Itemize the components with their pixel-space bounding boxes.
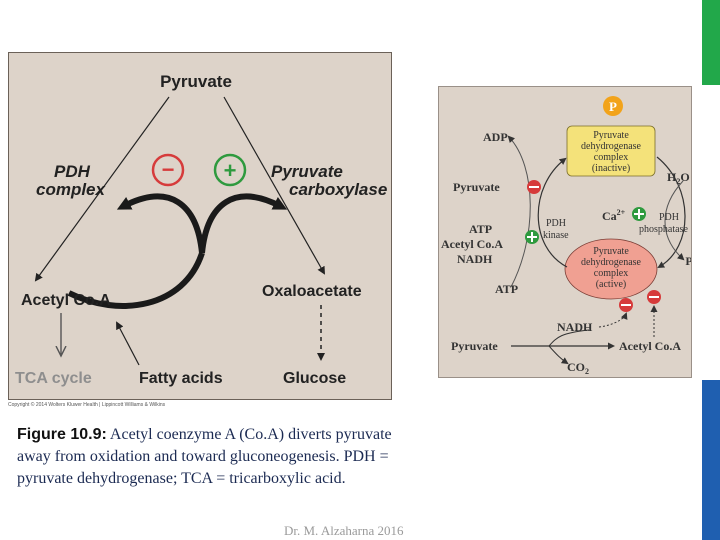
label-tca-cycle: TCA cycle: [15, 370, 92, 387]
label-pdh-kinase-2: kinase: [543, 230, 569, 241]
label-pyruvate-inhibitor: Pyruvate: [453, 180, 500, 194]
label-calcium: Ca2+: [602, 208, 626, 223]
label-fatty-acids: Fatty acids: [139, 370, 223, 387]
label-nadh-activator: NADH: [457, 252, 493, 266]
activate-plus-icon: +: [213, 153, 247, 187]
co2-branch-arrow: [548, 345, 569, 365]
accent-bar-green: [702, 0, 720, 85]
curved-acetylcoa-stem: [67, 252, 205, 309]
h2o-pi-arrow: [664, 180, 685, 261]
label-pi: Pi: [685, 254, 691, 270]
label-acetyl-coa-activator: Acetyl Co.A: [441, 237, 503, 251]
activate-calcium-icon: [632, 207, 646, 221]
curved-inhibition-arrow: [116, 193, 205, 254]
left-diagram-svg: Pyruvate PDH complex Pyruvate carboxylas…: [15, 72, 387, 387]
left-diagram-panel: Pyruvate PDH complex Pyruvate carboxylas…: [8, 52, 392, 400]
inhibit-acetylcoa-icon: [647, 290, 661, 304]
kinase-arrow: [537, 157, 568, 268]
arrow-pyruvate-to-acetylcoa: [34, 96, 170, 282]
author-credit: Dr. M. Alzaharna 2016: [284, 523, 404, 538]
figure-caption: Figure 10.9: Acetyl coenzyme A (Co.A) di…: [17, 424, 397, 490]
inactive-complex-box: [566, 125, 656, 177]
label-pdh-line2: complex: [36, 180, 107, 199]
label-pdh-kinase-1: PDH: [546, 218, 566, 229]
label-h2o: H2O: [667, 170, 690, 186]
arrow-pyruvate-to-oxaloacetate: [223, 96, 325, 275]
label-co2: CO2: [567, 360, 589, 376]
copyright-notice: Copyright © 2014 Wolters Kluwer Health |…: [8, 402, 166, 408]
nadh-feedback-arrow: [598, 312, 628, 328]
phosphate-icon: P: [603, 96, 623, 116]
label-atp-1: ATP: [469, 222, 492, 236]
arrow-fatty-acids-to-acetylcoa: [116, 321, 140, 366]
label-pc-line2: carboxylase: [289, 180, 387, 199]
label-pdh-phosphatase-1: PDH: [659, 212, 679, 223]
activate-kinase-icon: [525, 230, 539, 244]
label-pdh-line1: PDH: [54, 162, 91, 181]
label-adp: ADP: [483, 130, 508, 144]
inhibit-pyruvate-icon: [527, 180, 541, 194]
label-pdh-phosphatase-2: phosphatase: [639, 224, 688, 235]
nadh-branch-arrow: [548, 329, 590, 347]
label-oxaloacetate: Oxaloacetate: [262, 283, 362, 300]
inhibit-nadh-icon: [619, 298, 633, 312]
caption-text: Acetyl coenzyme A (Co.A) diverts pyruvat…: [17, 426, 392, 487]
label-pyruvate-bottom: Pyruvate: [451, 339, 498, 353]
curved-activation-arrow: [199, 193, 288, 254]
atp-adp-arrow: [507, 135, 531, 288]
label-pc-line1: Pyruvate: [271, 162, 343, 181]
right-diagram-svg: P Pyruvate dehydrogenase complex (inacti…: [441, 96, 696, 376]
inhibit-minus-icon: −: [151, 153, 185, 187]
right-diagram-panel: P Pyruvate dehydrogenase complex (inacti…: [438, 86, 696, 378]
label-pyruvate: Pyruvate: [160, 72, 232, 91]
accent-bar-blue: [702, 380, 720, 540]
label-acetyl-coa-bottom: Acetyl Co.A: [619, 339, 681, 353]
label-atp-2: ATP: [495, 282, 518, 296]
phosphatase-arrow: [656, 156, 686, 268]
active-complex-ellipse: [564, 238, 658, 300]
caption-label: Figure 10.9:: [17, 426, 107, 443]
label-glucose: Glucose: [283, 370, 346, 387]
